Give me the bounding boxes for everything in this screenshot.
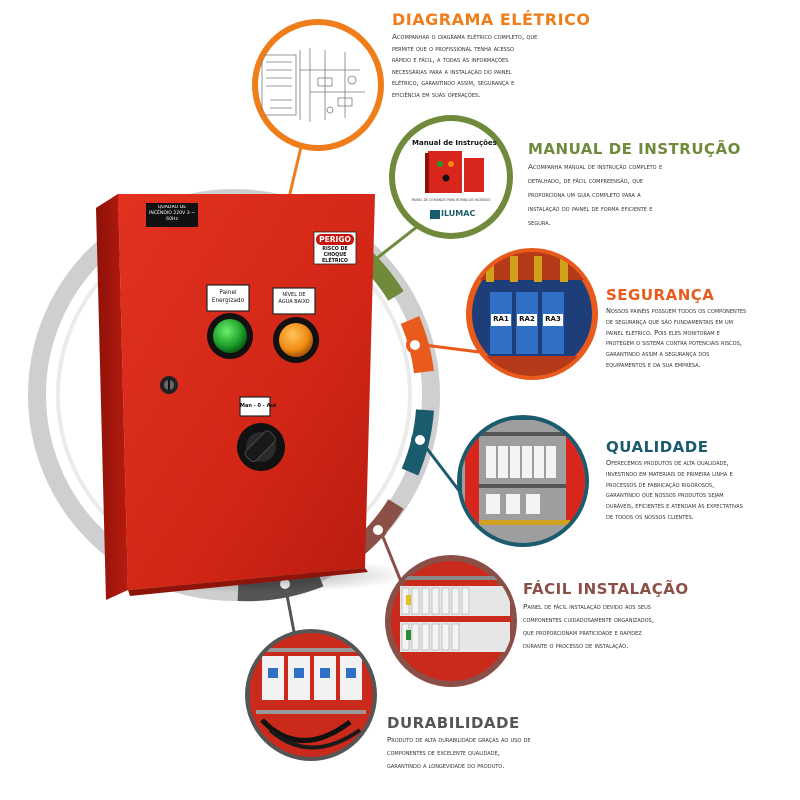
manual-image-caption: PAINEL DE COMANDO PARA BOMBA DE INCÊNDIO bbox=[411, 198, 491, 202]
feature-title-facil: FÁCIL INSTALAÇÃO bbox=[523, 580, 689, 598]
feature-desc-durabilidade: Produto de alta durabilidade graças ao u… bbox=[387, 736, 531, 770]
manual-image-title: Manual de Instruções bbox=[412, 139, 497, 147]
panel-nameplate-text: QUADRO DE INCÊNDIO 220V 3 ~ 60Hz bbox=[149, 205, 195, 222]
label-water: NÍVEL DE ÁGUA BAIXO bbox=[278, 292, 310, 305]
connector-stems bbox=[284, 146, 480, 638]
feature-seguranca: SEGURANÇA Nossos painéis possuem todos o… bbox=[606, 286, 796, 371]
manual-image-brand: ILUMAC bbox=[441, 209, 476, 218]
label-energized: Painel Energizado bbox=[211, 290, 245, 304]
danger-sign-title: PERIGO bbox=[319, 235, 351, 244]
feature-title-durabilidade: DURABILIDADE bbox=[387, 714, 520, 732]
label-plate-switch bbox=[239, 396, 271, 417]
feature-diagrama: DIAGRAMA ELÉTRICO Acompanhar o diagrama … bbox=[392, 10, 792, 101]
feature-qualidade: QUALIDADE Oferecemos produtos de alta qu… bbox=[606, 438, 796, 523]
feature-title-qualidade: QUALIDADE bbox=[606, 438, 709, 456]
diagrama-image bbox=[252, 19, 384, 151]
feature-desc-facil: Painel de fácil instalação devido aos se… bbox=[523, 602, 655, 650]
feature-desc-seguranca: Nossos painéis possuem todos os componen… bbox=[606, 307, 747, 369]
relay-label-ra1: RA1 bbox=[493, 315, 509, 323]
manual-image bbox=[389, 115, 513, 239]
seguranca-image bbox=[466, 248, 598, 380]
feature-durabilidade: DURABILIDADE Produto de alta durabilidad… bbox=[387, 714, 687, 773]
facil-image bbox=[385, 555, 517, 687]
feature-desc-manual: Acompanha manual de instrução completo e… bbox=[528, 162, 663, 227]
label-plate-energized bbox=[206, 284, 250, 312]
relay-label-ra3: RA3 bbox=[545, 315, 561, 323]
feature-desc-diagrama: Acompanhar o diagrama elétrico completo,… bbox=[392, 32, 538, 99]
feature-title-diagrama: DIAGRAMA ELÉTRICO bbox=[392, 10, 591, 29]
qualidade-image bbox=[457, 415, 589, 547]
feature-manual: MANUAL DE INSTRUÇÃO Acompanha manual de … bbox=[528, 140, 796, 230]
panel-nameplate bbox=[146, 203, 198, 227]
feature-facil: FÁCIL INSTALAÇÃO Painel de fácil instala… bbox=[523, 580, 793, 652]
electric-panel bbox=[96, 194, 410, 600]
danger-sign-text: RISCO DE CHOQUE ELÉTRICO bbox=[322, 247, 348, 264]
label-plate-water bbox=[272, 287, 316, 315]
feature-desc-qualidade: Oferecemos produtos de alta qualidade, i… bbox=[606, 459, 743, 521]
feature-title-manual: MANUAL DE INSTRUÇÃO bbox=[528, 140, 741, 158]
relay-label-ra2: RA2 bbox=[519, 315, 535, 323]
label-switch: Man - 0 - Aut bbox=[240, 403, 277, 409]
feature-title-seguranca: SEGURANÇA bbox=[606, 286, 715, 304]
durabilidade-image bbox=[245, 629, 377, 761]
